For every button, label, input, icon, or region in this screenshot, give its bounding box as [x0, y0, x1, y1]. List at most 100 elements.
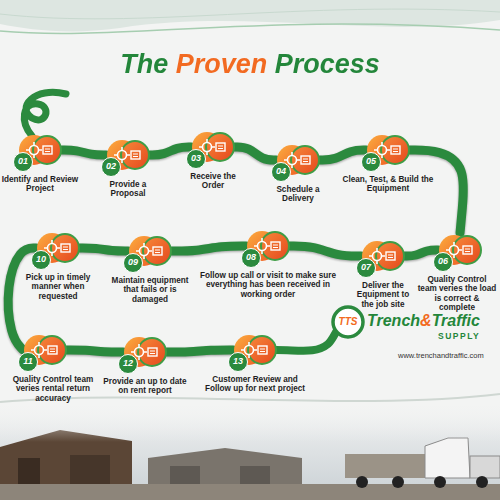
icon-glyph — [245, 346, 254, 355]
icon-glyph — [135, 348, 144, 357]
icon-glyph — [61, 244, 70, 252]
icon-glyph — [465, 249, 470, 252]
icon-circle — [206, 133, 234, 161]
icon-glyph — [373, 252, 382, 261]
icon-glyph — [43, 146, 52, 154]
road-connector — [62, 150, 106, 155]
icon-glyph — [463, 246, 472, 254]
warehouse-door — [18, 458, 40, 486]
step-label: Schedule a Delivery — [268, 185, 328, 204]
icon-glyph — [218, 146, 223, 149]
top-wave-line — [0, 24, 500, 33]
icon-glyph — [155, 250, 160, 253]
shop-door — [170, 466, 200, 486]
step-number: 09 — [123, 253, 143, 273]
icon-circle — [33, 136, 61, 164]
top-wave-line — [0, 9, 500, 19]
truck-wheel — [434, 476, 446, 488]
icon-glyph — [118, 151, 127, 160]
icon-circle — [138, 338, 166, 366]
step-number: 03 — [186, 149, 206, 169]
icon-glyph — [288, 156, 297, 165]
shop-building — [148, 448, 302, 486]
step-number: 11 — [18, 352, 38, 372]
icon-glyph — [48, 244, 57, 253]
road-connector — [235, 147, 276, 160]
icon-glyph — [153, 247, 162, 255]
icon-glyph — [378, 146, 387, 155]
process-step: 04Schedule a Delivery — [276, 143, 320, 177]
road-connector — [172, 246, 246, 251]
warehouse-door — [70, 455, 110, 486]
icon-glyph — [148, 348, 157, 356]
road-connector — [167, 350, 233, 352]
step-number: 13 — [228, 352, 248, 372]
icon-glyph — [258, 242, 267, 251]
icon-glyph — [216, 143, 225, 151]
logo-text: Trench — [367, 312, 420, 330]
road-connector — [150, 147, 191, 155]
bottom-wave-line — [0, 394, 500, 402]
step-label: Receive the Order — [183, 172, 243, 191]
step-number: 01 — [13, 152, 33, 172]
icon-glyph — [388, 255, 393, 258]
step-label: Quality Control team veries rental retur… — [1, 375, 105, 403]
process-step: 01Identify and Review Project — [18, 133, 62, 167]
step-number: 10 — [31, 250, 51, 270]
step-number: 04 — [271, 162, 291, 182]
icon-circle — [38, 336, 66, 364]
icon-glyph — [140, 247, 149, 256]
icon-circle — [376, 242, 404, 270]
step-label: Maintain equipment that fails or is dama… — [105, 276, 195, 304]
step-number: 05 — [361, 152, 381, 172]
icon-circle — [51, 234, 79, 262]
step-label: Provide an up to date on rent report — [103, 377, 187, 396]
road-start-curl — [24, 92, 66, 136]
road-connector — [67, 350, 123, 352]
photo-fade — [0, 400, 500, 442]
step-label: Identify and Review Project — [0, 175, 80, 194]
truck-wheel — [392, 476, 404, 488]
icon-glyph — [301, 156, 310, 164]
process-step: 12Provide an up to date on rent report — [123, 335, 167, 369]
step-number: 12 — [118, 354, 138, 374]
icon-circle — [381, 136, 409, 164]
icon-circle — [121, 141, 149, 169]
icon-glyph — [35, 346, 44, 355]
icon-glyph — [50, 349, 55, 352]
process-step: 07Deliver the Equipment to the job site — [361, 239, 405, 273]
icon-glyph — [63, 247, 68, 250]
logo-circle — [333, 307, 363, 337]
truck-wheel — [476, 476, 488, 488]
icon-glyph — [386, 252, 395, 260]
diagram-title: The Proven Process — [116, 48, 384, 80]
logo-text: & — [420, 312, 432, 330]
icon-glyph — [131, 151, 140, 159]
process-step: 02Provide a Proposal — [106, 138, 150, 172]
photo-ground — [0, 484, 500, 500]
step-label: Customer Review and Follow up for next p… — [203, 375, 307, 394]
step-label: Deliver the Equipment to the job site — [350, 281, 416, 309]
logo-mark: TTS — [334, 316, 362, 328]
icon-glyph — [203, 143, 212, 152]
road-connector — [405, 250, 438, 256]
process-step: 11Quality Control team veries rental ret… — [23, 333, 67, 367]
step-number: 02 — [101, 157, 121, 177]
logo-text: Traffic — [432, 312, 480, 330]
road-connector — [410, 150, 463, 233]
logo-text: SUPPLY — [438, 331, 480, 341]
icon-circle — [248, 336, 276, 364]
icon-glyph — [30, 146, 39, 155]
icon-circle — [143, 237, 171, 265]
process-step: 06Quality Control team veries the load i… — [438, 233, 482, 267]
icon-glyph — [273, 245, 278, 248]
icon-circle — [453, 236, 481, 264]
truck-wheel — [356, 476, 368, 488]
icon-glyph — [48, 346, 57, 354]
step-label: Provide a Proposal — [95, 180, 161, 199]
website-url: www.trenchandtraffic.com — [398, 351, 484, 360]
truck-hood — [470, 456, 500, 478]
process-step: 09Maintain equipment that fails or is da… — [128, 234, 172, 268]
truck-cab — [425, 438, 470, 478]
